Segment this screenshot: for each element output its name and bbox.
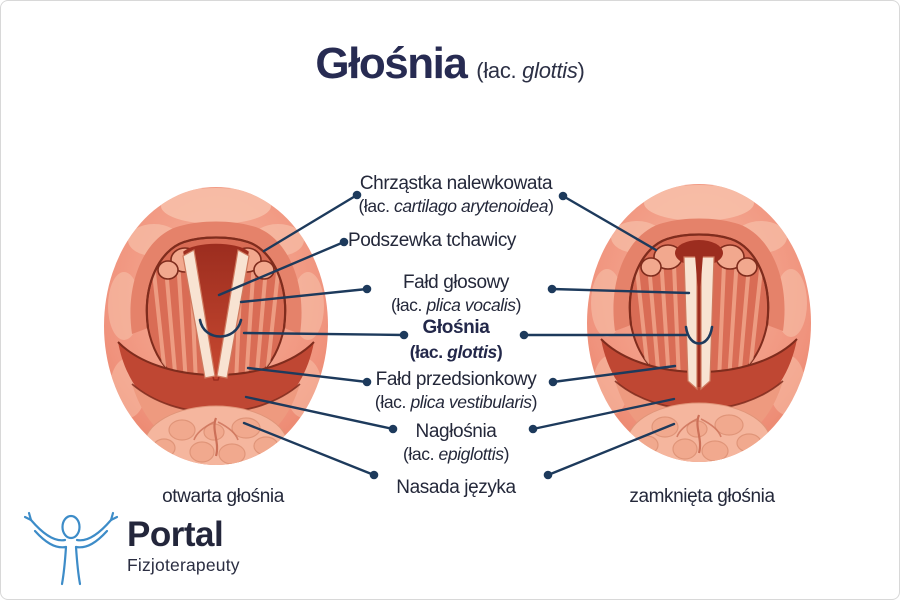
label-glosnia: Głośnia (łac. glottis) bbox=[296, 316, 616, 364]
title-latin-suffix: ) bbox=[577, 58, 585, 83]
leader-dot bbox=[369, 470, 379, 480]
leader-dot bbox=[352, 190, 362, 200]
leader-line bbox=[244, 395, 395, 431]
leader-line bbox=[217, 240, 346, 297]
leader-line bbox=[546, 422, 676, 477]
leader-dot bbox=[558, 191, 568, 201]
leader-line bbox=[246, 366, 369, 384]
logo-subtitle: Fizjoterapeuty bbox=[127, 555, 240, 575]
leader-dot bbox=[399, 330, 409, 340]
glottis-bracket bbox=[684, 325, 714, 345]
label-name: Fałd głosowy bbox=[402, 272, 510, 293]
label-latin: (łac. glottis) bbox=[409, 342, 503, 362]
label-latin: (łac. epiglottis) bbox=[402, 444, 510, 464]
leader-line bbox=[551, 364, 677, 384]
title-latin-term: glottis bbox=[522, 58, 578, 83]
label-name: Nasada języka bbox=[396, 477, 516, 498]
leader-dot bbox=[362, 377, 372, 387]
leader-line bbox=[242, 421, 376, 477]
label-latin: (łac. plica vestibularis) bbox=[374, 392, 538, 412]
tongue-base bbox=[626, 402, 772, 462]
label-naglosnia: Nagłośnia (łac. epiglottis) bbox=[296, 421, 616, 465]
larynx-illustration-closed bbox=[587, 184, 811, 462]
caption-open-glottis: otwarta głośnia bbox=[162, 486, 284, 507]
caption-closed-glottis: zamknięta głośnia bbox=[629, 486, 775, 507]
leader-dot bbox=[519, 330, 529, 340]
larynx-illustration-open bbox=[104, 187, 328, 465]
label-name: Podszewka tchawicy bbox=[347, 230, 517, 251]
leader-line bbox=[262, 193, 359, 253]
leader-line bbox=[550, 287, 691, 295]
leader-dot bbox=[543, 470, 553, 480]
logo-text: Portal Fizjoterapeuty bbox=[127, 515, 240, 576]
leader-line bbox=[561, 194, 658, 252]
page-title: Głośnia (łac. glottis) bbox=[1, 39, 899, 89]
leader-dot bbox=[339, 237, 349, 247]
tongue-base bbox=[143, 405, 289, 465]
leader-dot bbox=[528, 424, 538, 434]
label-name: Fałd przedsionkowy bbox=[375, 369, 537, 390]
leader-dot bbox=[388, 424, 398, 434]
label-name: Nagłośnia bbox=[415, 421, 497, 442]
leader-line bbox=[239, 287, 369, 304]
label-latin: (łac. plica vocalis) bbox=[390, 295, 522, 315]
leader-dot bbox=[362, 284, 372, 294]
label-chrzastka-nalewkowata: Chrząstka nalewkowata (łac. cartilago ar… bbox=[296, 173, 616, 217]
label-nasada-jezyka: Nasada języka bbox=[296, 477, 616, 499]
label-name: Chrząstka nalewkowata bbox=[359, 173, 553, 194]
leader-line bbox=[242, 331, 406, 337]
leader-lines bbox=[217, 190, 691, 480]
logo-name: Portal bbox=[127, 515, 224, 554]
label-latin: (łac. cartilago arytenoidea) bbox=[358, 196, 554, 216]
label-fald-przedsionkowy: Fałd przedsionkowy (łac. plica vestibula… bbox=[296, 369, 616, 413]
glottis-bracket bbox=[198, 318, 243, 338]
label-fald-glosowy: Fałd głosowy (łac. plica vocalis) bbox=[296, 272, 616, 316]
title-latin-prefix: (łac. bbox=[476, 58, 523, 83]
title-main: Głośnia bbox=[315, 39, 467, 88]
logo-figure-icon bbox=[23, 511, 119, 586]
leader-dot bbox=[548, 377, 558, 387]
vocal-cords bbox=[182, 249, 250, 379]
label-name: Głośnia bbox=[422, 317, 490, 338]
logo: Portal Fizjoterapeuty bbox=[19, 510, 240, 586]
vocal-cords bbox=[683, 256, 715, 391]
leader-dot bbox=[547, 284, 557, 294]
title-latin: (łac. glottis) bbox=[476, 58, 585, 83]
leader-line bbox=[531, 397, 676, 431]
arytenoid-cartilage-bumps bbox=[640, 244, 758, 277]
label-podszewka-tchawicy: Podszewka tchawicy bbox=[272, 230, 592, 252]
